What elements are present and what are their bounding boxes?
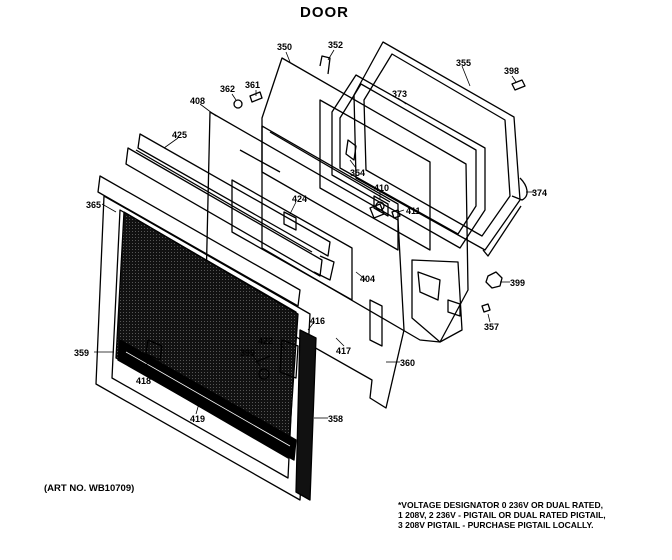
label-408: 408	[190, 96, 206, 106]
label-360: 360	[400, 358, 416, 368]
voltage-note-line-1: *VOLTAGE DESIGNATOR 0 236V OR DUAL RATED…	[398, 500, 603, 510]
voltage-note-line-2: 1 208V, 2 236V - PIGTAIL OR DUAL RATED P…	[398, 510, 606, 520]
label-361: 361	[245, 80, 261, 90]
label-425: 425	[172, 130, 188, 140]
label-374: 374	[532, 188, 548, 198]
washer-362	[233, 99, 243, 109]
window-glass	[115, 211, 299, 459]
nut-399	[485, 271, 503, 289]
label-404: 404	[360, 274, 376, 284]
bracket-418	[145, 339, 163, 361]
label-399-left: 399	[240, 348, 256, 358]
screw-398	[511, 79, 526, 91]
insulation-panel	[261, 125, 399, 251]
label-424: 424	[292, 194, 308, 204]
label-418: 418	[136, 376, 152, 386]
window-lower-band	[117, 339, 297, 461]
label-357: 357	[484, 322, 500, 332]
hinge-bracket	[255, 339, 299, 380]
label-398: 398	[504, 66, 520, 76]
glass-panel	[331, 74, 486, 249]
label-350: 350	[277, 42, 293, 52]
leader-lines	[94, 49, 534, 419]
voltage-note-line-3: 3 208V PIGTAIL - PURCHASE PIGTAIL LOCALL…	[398, 520, 594, 530]
label-422: 422	[258, 336, 274, 346]
label-362: 362	[220, 84, 236, 94]
part-411	[391, 209, 401, 219]
label-365: 365	[86, 200, 102, 210]
label-411: 411	[406, 206, 421, 216]
diagram-title: DOOR	[300, 4, 349, 21]
screw-361	[249, 91, 263, 103]
label-416: 416	[310, 316, 326, 326]
art-number: (ART NO. WB10709)	[44, 483, 135, 494]
label-359: 359	[74, 348, 90, 358]
label-419: 419	[190, 414, 206, 424]
outer-glass-frame	[353, 41, 522, 257]
clip-352	[319, 55, 331, 75]
label-417: 417	[336, 346, 352, 356]
label-358: 358	[328, 414, 344, 424]
part-410	[369, 203, 385, 219]
label-355: 355	[456, 58, 472, 68]
label-410: 410	[374, 183, 390, 193]
side-trim-358	[295, 329, 317, 501]
door-handle-trim	[97, 133, 335, 307]
label-354: 354	[350, 168, 366, 178]
label-399-right: 399	[510, 278, 526, 288]
label-373: 373	[392, 89, 408, 99]
label-352: 352	[328, 40, 344, 50]
screw-357	[481, 303, 491, 313]
